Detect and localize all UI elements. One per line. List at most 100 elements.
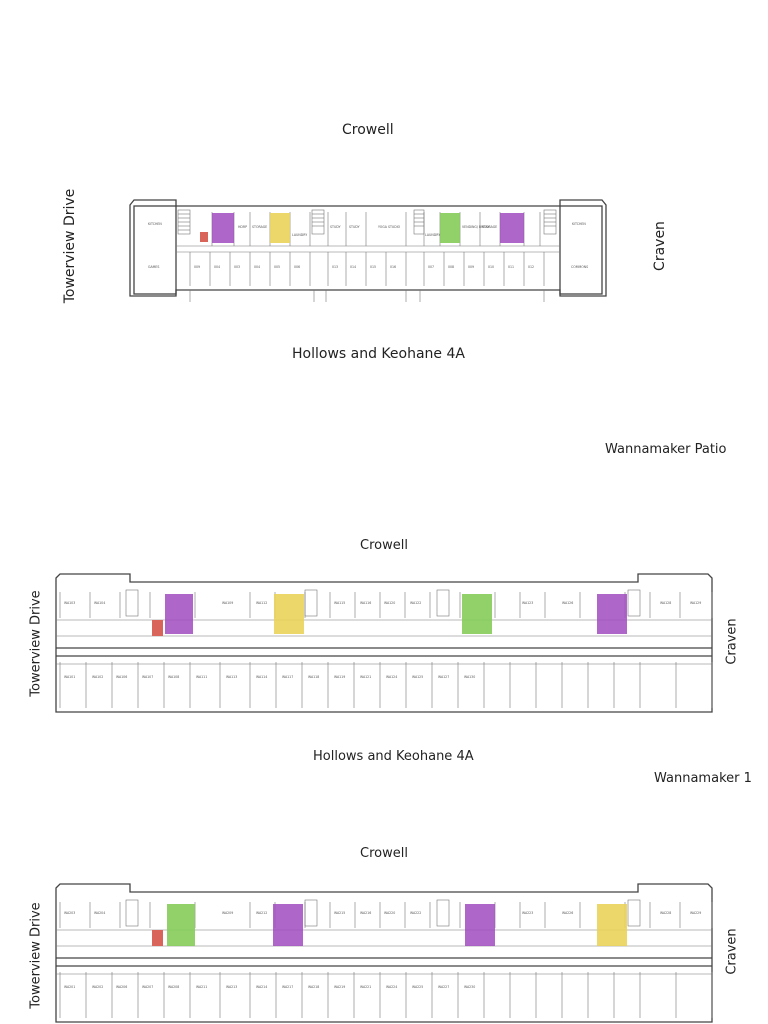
plan2-room-top-4: WA115 — [334, 601, 345, 605]
plan1-room-bottom-13: 009 — [468, 265, 474, 269]
plan2-room-bottom-3: WA107 — [142, 675, 153, 679]
plan2-room-top-5: WA116 — [360, 601, 371, 605]
plan1-room-bottom-2: 004 — [214, 265, 220, 269]
plan1-room-bottom-5: 005 — [274, 265, 280, 269]
plan2-top-label: Crowell — [360, 538, 408, 553]
plan3-room-bottom-1: WA202 — [92, 985, 103, 989]
plan1-room-kitchen-left: KITCHEN — [148, 222, 162, 226]
plan1-room-bottom-12: 008 — [448, 265, 454, 269]
plan1-highlight-purple-left — [212, 213, 234, 243]
plan1-room-bottom-9: 015 — [370, 265, 376, 269]
plan3-room-bottom-13: WA225 — [412, 985, 423, 989]
plan1-highlight-red — [200, 232, 208, 242]
plan1-room-bottom-4: 004 — [254, 265, 260, 269]
plan1-room-commons: COMMONS — [571, 265, 588, 269]
plan3-room-bottom-6: WA213 — [226, 985, 237, 989]
plan3-room-bottom-7: WA214 — [256, 985, 267, 989]
plan2-room-bottom-9: WA118 — [308, 675, 319, 679]
plan2-room-bottom-7: WA114 — [256, 675, 267, 679]
plan3-room-top-5: WA216 — [360, 911, 371, 915]
plan3-room-bottom-11: WA221 — [360, 985, 371, 989]
plan1-room-yoga-studio: YOGA STUDIO — [378, 225, 401, 229]
plan3-room-bottom-3: WA207 — [142, 985, 153, 989]
plan2-room-bottom-15: WA130 — [464, 675, 475, 679]
plan3-room-bottom-12: WA224 — [386, 985, 397, 989]
plan3-room-bottom-0: WA201 — [64, 985, 75, 989]
plan1-room-games: GAMES — [148, 265, 159, 269]
plan3-room-bottom-8: WA217 — [282, 985, 293, 989]
plan3-room-bottom-14: WA227 — [438, 985, 449, 989]
plan2-room-top-10: WA128 — [660, 601, 671, 605]
plan1-room-study-1: STUDY — [330, 225, 341, 229]
plan1-room-study-2: STUDY — [349, 225, 360, 229]
plan3-highlight-yellow — [597, 904, 627, 946]
plan2-room-top-2: WA109 — [222, 601, 233, 605]
plan1-room-bottom-6: 006 — [294, 265, 300, 269]
plan1-room-bottom-3: 003 — [234, 265, 240, 269]
plan2-room-bottom-8: WA117 — [282, 675, 293, 679]
plan3-highlight-purple-right — [465, 904, 495, 946]
plan3-room-top-6: WA220 — [384, 911, 395, 915]
plan1-room-bottom-8: 014 — [350, 265, 356, 269]
plan3-room-bottom-10: WA219 — [334, 985, 345, 989]
plan3-highlight-purple-left — [273, 904, 303, 946]
plan3-room-top-0: WA203 — [64, 911, 75, 915]
plan3-room-top-1: WA204 — [94, 911, 105, 915]
plan1-bottom-label: Hollows and Keohane 4A — [292, 346, 465, 362]
plan2-room-bottom-5: WA111 — [196, 675, 207, 679]
plan1-room-laundry-right: LAUNDRY — [425, 233, 440, 237]
plan1-room-bottom-10: 016 — [390, 265, 396, 269]
plan1-room-bottom-7: 013 — [332, 265, 338, 269]
plan1-highlight-yellow — [270, 213, 290, 243]
plan3-room-top-11: WA229 — [690, 911, 701, 915]
plan2-room-bottom-12: WA124 — [386, 675, 397, 679]
plan2-room-top-1: WA104 — [94, 601, 105, 605]
plan1-floorplan: KITCHEN HDRP STORAGE LAUNDRY STUDY STUDY… — [129, 199, 607, 302]
plan2-room-top-0: WA103 — [64, 601, 75, 605]
plan1-room-bottom-14: 010 — [488, 265, 494, 269]
plan2-room-bottom-2: WA106 — [116, 675, 127, 679]
plan2-room-bottom-1: WA102 — [92, 675, 103, 679]
plan2-bottom-label: Hollows and Keohane 4A — [313, 749, 474, 764]
plan2-room-bottom-13: WA125 — [412, 675, 423, 679]
plan2-room-top-8: WA123 — [522, 601, 533, 605]
plan2-highlight-red — [152, 620, 163, 636]
plan2-room-bottom-11: WA121 — [360, 675, 371, 679]
plan3-top-label: Crowell — [360, 846, 408, 861]
plan2-highlight-purple-left — [165, 594, 193, 634]
plan3-highlight-green — [167, 904, 195, 946]
plan2-highlight-yellow — [274, 594, 304, 634]
plan2-room-bottom-6: WA113 — [226, 675, 237, 679]
plan1-room-bottom-15: 011 — [508, 265, 514, 269]
plan1-room-bottom-16: 012 — [528, 265, 534, 269]
plan3-room-top-2: WA209 — [222, 911, 233, 915]
plan3-room-top-10: WA228 — [660, 911, 671, 915]
plan1-stairs-right — [543, 209, 557, 235]
plan1-room-bottom-1: 009 — [194, 265, 200, 269]
plan1-highlight-green — [440, 213, 460, 243]
plan3-room-bottom-15: WA230 — [464, 985, 475, 989]
plan3-room-top-4: WA215 — [334, 911, 345, 915]
plan2-room-top-6: WA120 — [384, 601, 395, 605]
plan1-highlight-purple-right — [500, 213, 524, 243]
plan3-title: Wannamaker 1 — [654, 771, 752, 786]
plan1-room-storage-left: STORAGE — [252, 225, 267, 229]
plan3-room-bottom-9: WA218 — [308, 985, 319, 989]
plan1-room-storage-right: STORAGE — [482, 225, 497, 229]
plan3-room-bottom-4: WA208 — [168, 985, 179, 989]
plan3-highlight-red — [152, 930, 163, 946]
plan3-room-bottom-2: WA206 — [116, 985, 127, 989]
plan2-room-bottom-4: WA108 — [168, 675, 179, 679]
plan1-stairs-mid — [311, 209, 425, 235]
plan2-highlight-purple-right — [597, 594, 627, 634]
plan1-room-kitchen-right: KITCHEN — [572, 222, 586, 226]
plan2-room-top-9: WA126 — [562, 601, 573, 605]
plan1-room-hdrp: HDRP — [238, 225, 247, 229]
plan2-highlight-green — [462, 594, 492, 634]
plan2-title: Wannamaker Patio — [605, 442, 727, 457]
plan1-room-vending: VENDING/ BREAK — [462, 225, 491, 229]
